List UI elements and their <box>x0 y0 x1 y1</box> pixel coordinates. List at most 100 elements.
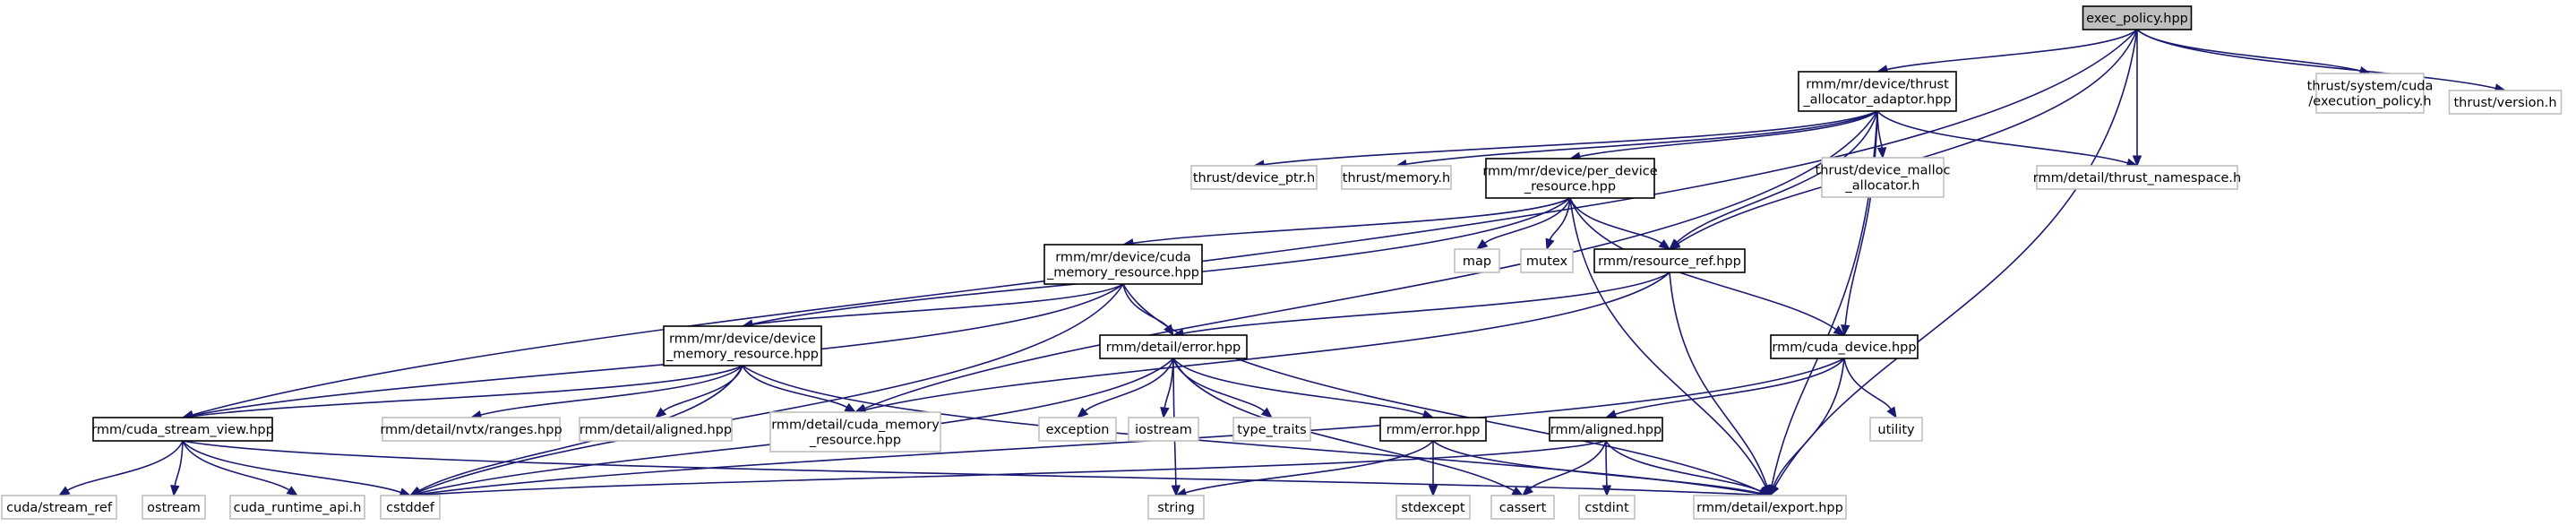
node-resource-ref[interactable]: rmm/resource_ref.hpp <box>1593 248 1746 273</box>
node-box <box>1 495 117 520</box>
dependency-edge <box>1773 358 1845 487</box>
arrowhead <box>1160 406 1170 419</box>
dependency-edge <box>480 365 743 416</box>
dependency-edge <box>1579 110 1878 158</box>
dependency-edge <box>1676 110 1878 244</box>
node-device-memory-resource[interactable]: rmm/mr/device/device_memory_resource.hpp <box>663 325 822 366</box>
node-label: ostream <box>147 501 201 515</box>
node-box <box>1520 248 1574 273</box>
node-box <box>1038 417 1117 442</box>
node-box <box>1190 165 1318 190</box>
node-label: thrust/device_ptr.h <box>1193 171 1315 185</box>
node-exec-policy[interactable]: exec_policy.hpp <box>2082 5 2193 30</box>
node-label: rmm/detail/error.hpp <box>1106 341 1241 355</box>
node-label: rmm/resource_ref.hpp <box>1598 254 1741 269</box>
dependency-edge <box>418 283 1124 493</box>
node-label: _memory_resource.hpp <box>1046 266 1199 280</box>
node-cstddef: cstddef <box>380 495 441 520</box>
dependency-edge <box>1615 358 1845 416</box>
arrowhead <box>1769 484 1779 497</box>
dependency-edge <box>1084 358 1174 412</box>
node-map: map <box>1454 248 1500 273</box>
node-label: _memory_resource.hpp <box>665 348 819 362</box>
arrowhead <box>844 402 857 413</box>
node-label: rmm/detail/nvtx/ranges.hpp <box>380 423 562 437</box>
node-label: cassert <box>1499 501 1547 515</box>
dependency-edge <box>1263 110 1878 166</box>
dependency-edge <box>864 272 1670 411</box>
arrowhead <box>1428 485 1438 497</box>
arrowhead <box>1077 407 1089 418</box>
node-box <box>1593 248 1746 273</box>
node-string: string <box>1147 495 1205 520</box>
dependency-edge <box>863 110 1878 410</box>
node-box <box>1821 157 1945 198</box>
node-label: /execution_policy.h <box>2308 95 2431 109</box>
node-label: mutex <box>1526 254 1568 269</box>
node-thrust-namespace: rmm/detail/thrust_namespace.h <box>2033 165 2241 190</box>
node-label: rmm/detail/export.hpp <box>1696 501 1843 515</box>
node-label: map <box>1463 254 1491 269</box>
node-box <box>2036 165 2238 190</box>
node-box <box>769 411 941 453</box>
arrowhead <box>1840 324 1850 337</box>
node-label: rmm/cuda_device.hpp <box>1772 341 1916 355</box>
node-label: rmm/detail/thrust_namespace.h <box>2033 171 2241 185</box>
node-iostream: iostream <box>1128 417 1199 442</box>
node-box <box>1099 334 1248 359</box>
dependency-edge <box>1529 440 1607 490</box>
dependency-edge <box>742 365 847 409</box>
dependency-edge <box>1605 440 1762 493</box>
arrowhead <box>654 407 667 418</box>
node-label: cstddef <box>386 501 435 515</box>
node-box <box>142 495 206 520</box>
node-cstdint: cstdint <box>1578 495 1636 520</box>
node-box <box>1395 495 1471 520</box>
node-label: stdexcept <box>1401 501 1465 515</box>
dependency-edge <box>1773 29 2138 487</box>
node-detail-aligned: rmm/detail/aligned.hpp <box>579 417 733 442</box>
node-thrust-allocator-adaptor[interactable]: rmm/mr/device/thrust_allocator_adaptor.h… <box>1798 71 1957 112</box>
dependency-edge <box>1122 283 1762 493</box>
node-label: rmm/error.hpp <box>1387 423 1481 437</box>
node-cuda-device[interactable]: rmm/cuda_device.hpp <box>1770 334 1919 359</box>
node-box <box>2448 90 2563 115</box>
arrowhead <box>57 486 71 496</box>
dependency-edge <box>1432 440 1761 495</box>
node-rmm-aligned[interactable]: rmm/aligned.hpp <box>1549 417 1663 442</box>
node-cuda-stream-view[interactable]: rmm/cuda_stream_view.hpp <box>91 417 274 442</box>
node-box <box>229 495 365 520</box>
dependency-edge <box>1569 197 1766 487</box>
node-box <box>2315 73 2425 114</box>
dependency-edge <box>1484 197 1571 244</box>
dependency-edge <box>1185 440 1434 494</box>
dependency-edge <box>1405 110 1878 166</box>
node-label: _allocator.h <box>1845 179 1920 194</box>
dependency-edge <box>66 440 184 491</box>
dependency-nodes: exec_policy.hpp rmm/mr/device/thrust_allo… <box>1 5 2563 520</box>
node-label: rmm/detail/cuda_memory <box>771 418 940 433</box>
arrowhead <box>1171 485 1181 497</box>
node-box <box>1232 417 1311 442</box>
dependency-edge <box>2136 29 2496 90</box>
node-rmm-error[interactable]: rmm/error.hpp <box>1379 417 1487 442</box>
dependency-edge <box>1549 197 1571 240</box>
arrowhead <box>1833 325 1846 336</box>
node-label: cstdint <box>1584 501 1629 515</box>
node-exception: exception <box>1038 417 1117 442</box>
node-thrust-device-ptr: thrust/device_ptr.h <box>1190 165 1318 190</box>
arrowhead <box>1886 406 1897 419</box>
dependency-edge <box>1886 29 2138 71</box>
node-stdexcept: stdexcept <box>1395 495 1471 520</box>
node-box <box>380 495 441 520</box>
node-cuda-memory-resource[interactable]: rmm/mr/device/cuda_memory_resource.hpp <box>1043 244 1203 285</box>
node-per-device-resource[interactable]: rmm/mr/device/per_device_resource.hpp <box>1482 158 1658 199</box>
node-type-traits: type_traits <box>1232 417 1311 442</box>
node-detail-error[interactable]: rmm/detail/error.hpp <box>1099 334 1248 359</box>
node-label: rmm/detail/aligned.hpp <box>580 423 732 437</box>
node-box <box>2082 5 2193 30</box>
node-box <box>382 417 561 442</box>
arrowhead <box>1260 407 1274 418</box>
node-label: thrust/device_malloc <box>1816 164 1951 178</box>
arrowhead <box>1669 238 1680 250</box>
